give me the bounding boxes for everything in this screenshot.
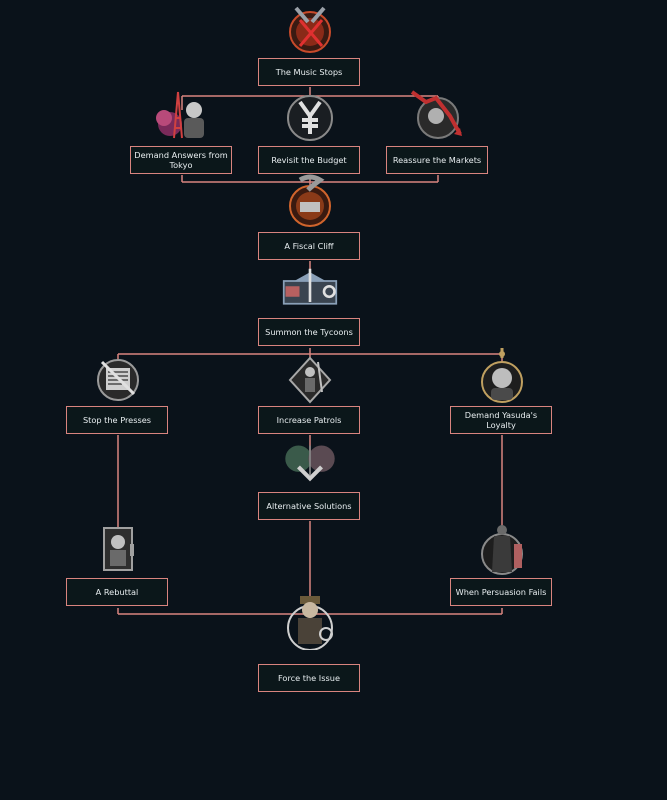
focus-a-rebuttal[interactable]: A Rebuttal: [58, 520, 178, 610]
focus-label: Increase Patrols: [258, 406, 360, 434]
speaker-portrait-icon: [103, 527, 134, 571]
handshake-icon: [285, 445, 335, 482]
focus-label: Demand Yasuda's Loyalty: [450, 406, 552, 434]
focus-music-stops[interactable]: The Music Stops: [250, 0, 370, 90]
focus-increase-patrols[interactable]: Increase Patrols: [250, 348, 370, 438]
focus-label: Alternative Solutions: [258, 492, 360, 520]
soldier-icon: [288, 356, 332, 404]
focus-demand-yasuda-loyalty[interactable]: Demand Yasuda's Loyalty: [442, 348, 562, 438]
focus-label: Force the Issue: [258, 664, 360, 692]
focus-label: A Rebuttal: [66, 578, 168, 606]
music-stops-icon: [289, 6, 331, 53]
focus-when-persuasion-fails[interactable]: When Persuasion Fails: [442, 520, 562, 610]
focus-fiscal-cliff[interactable]: A Fiscal Cliff: [250, 174, 370, 264]
focus-reassure-markets[interactable]: Reassure the Markets: [378, 88, 498, 178]
focus-demand-answers-tokyo[interactable]: Demand Answers from Tokyo: [122, 88, 242, 178]
officer-portrait-icon: [287, 596, 333, 650]
trenchcoat-icon: [481, 525, 523, 575]
focus-label: The Music Stops: [258, 58, 360, 86]
focus-label: Summon the Tycoons: [258, 318, 360, 346]
tokyo-tower-icon: [156, 91, 204, 139]
focus-alternative-solutions[interactable]: Alternative Solutions: [250, 434, 370, 524]
newspaper-icon: [97, 359, 139, 401]
focus-label: Demand Answers from Tokyo: [130, 146, 232, 174]
focus-label: Revisit the Budget: [258, 146, 360, 174]
yen-icon: [287, 95, 333, 141]
focus-revisit-budget[interactable]: Revisit the Budget: [250, 88, 370, 178]
focus-label: When Persuasion Fails: [450, 578, 552, 606]
fiscal-cliff-icon: [289, 174, 331, 227]
focus-force-the-issue[interactable]: Force the Issue: [250, 596, 370, 696]
focus-summon-tycoons[interactable]: Summon the Tycoons: [250, 260, 370, 350]
focus-label: A Fiscal Cliff: [258, 232, 360, 260]
falling-chart-icon: [410, 90, 462, 139]
focus-stop-presses[interactable]: Stop the Presses: [58, 348, 178, 438]
tycoons-icon: [282, 268, 338, 305]
focus-label: Reassure the Markets: [386, 146, 488, 174]
focus-label: Stop the Presses: [66, 406, 168, 434]
yasuda-portrait-icon: [481, 348, 523, 403]
